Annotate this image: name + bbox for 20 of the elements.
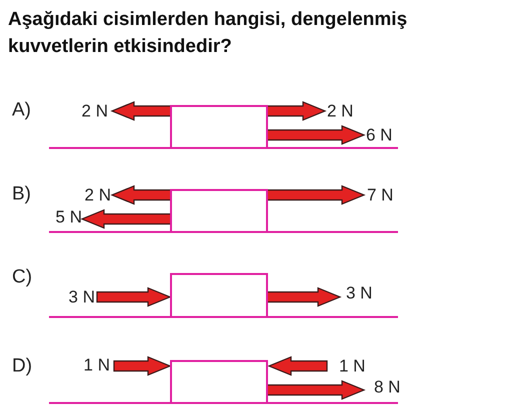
force-value: 2 N bbox=[82, 102, 108, 120]
question-text: Aşağıdaki cisimlerden hangisi, dengelenmiş kuvvetlerin etkisindedir? bbox=[8, 8, 408, 59]
force-value: 8 N bbox=[374, 378, 400, 396]
force-value: 5 N bbox=[56, 208, 82, 226]
option-letter: A) bbox=[12, 100, 31, 120]
force-value: 1 N bbox=[339, 358, 366, 374]
block bbox=[170, 273, 268, 318]
force-value: 6 N bbox=[366, 126, 392, 144]
block bbox=[170, 105, 268, 149]
force-value: 7 N bbox=[367, 186, 394, 204]
force-value: 1 N bbox=[84, 356, 110, 374]
option-letter: C) bbox=[12, 268, 32, 286]
force-value: 3 N bbox=[68, 288, 95, 306]
force-value: 2 N bbox=[84, 186, 111, 204]
force-value: 3 N bbox=[346, 284, 372, 302]
block bbox=[170, 189, 268, 233]
option-letter: D) bbox=[12, 356, 32, 376]
force-value: 2 N bbox=[327, 102, 354, 120]
block bbox=[170, 360, 268, 404]
option-letter: B) bbox=[12, 184, 31, 204]
